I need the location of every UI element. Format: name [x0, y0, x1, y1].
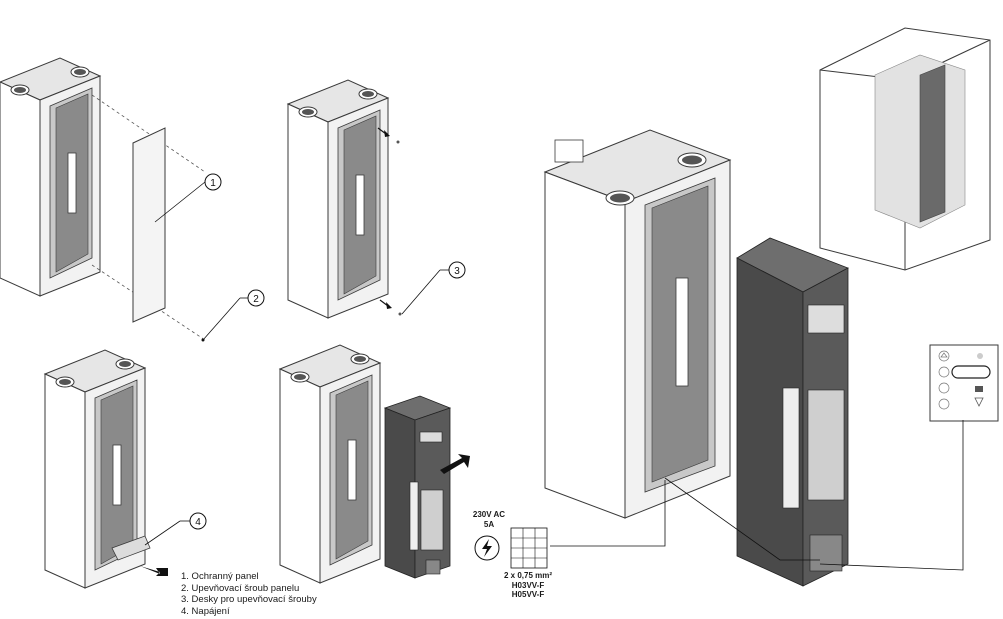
- callout-3: 3: [401, 261, 466, 315]
- protective-panel: [132, 127, 166, 323]
- callout-4-label: 4: [195, 517, 201, 528]
- legend-item-4: 4. Napájení: [181, 605, 230, 617]
- inset-installed-view: [819, 27, 991, 271]
- arrow-icon: [140, 566, 168, 576]
- voltage-label: 230V AC: [472, 510, 506, 519]
- callout-4: 4: [144, 512, 207, 546]
- cable-type-a-label: H03VV-F: [511, 580, 545, 590]
- cable-section-label: 2 x 0,75 mm²: [503, 571, 553, 580]
- legend-item-3: 3. Desky pro upevňovací šrouby: [181, 594, 317, 605]
- legend-item-2: 2. Upevňovací šroub panelu: [181, 582, 300, 594]
- filter-icon: [974, 386, 984, 407]
- callout-1-label: 1: [210, 178, 216, 189]
- callout-3-label: 3: [454, 266, 460, 277]
- current-label: 5A: [483, 519, 495, 529]
- callout-2-label: 2: [253, 294, 259, 305]
- power-spec-text: 230V AC 5A: [465, 510, 513, 529]
- cable-type-b-label: H05VV-F: [511, 590, 545, 599]
- unit-step-2: [287, 79, 402, 319]
- lightning-icon: [482, 539, 492, 557]
- cable-spec-text: 2 x 0,75 mm² H03VV-F H05VV-F: [498, 571, 558, 600]
- control-panel: [929, 344, 999, 422]
- legend: 1. Ochranný panel 2. Upevňovací šroub pa…: [181, 571, 317, 617]
- home-icon: [938, 350, 950, 362]
- electronics-module: [383, 395, 452, 579]
- callout-1: 1: [154, 173, 222, 223]
- insert-arrow-icon: [440, 454, 470, 474]
- callout-2: 2: [201, 289, 265, 342]
- cable-lines: [550, 420, 964, 571]
- fan-icon: [938, 366, 950, 378]
- unit-step-4: [279, 344, 470, 584]
- unit-step-1: [0, 57, 206, 341]
- unit-step-3: [44, 349, 168, 589]
- module-large: [736, 237, 849, 587]
- power-connector: [111, 535, 151, 561]
- unit-large: [543, 129, 732, 519]
- legend-item-1: 1. Ochranný panel: [181, 571, 259, 582]
- power-spec-block: [474, 527, 548, 569]
